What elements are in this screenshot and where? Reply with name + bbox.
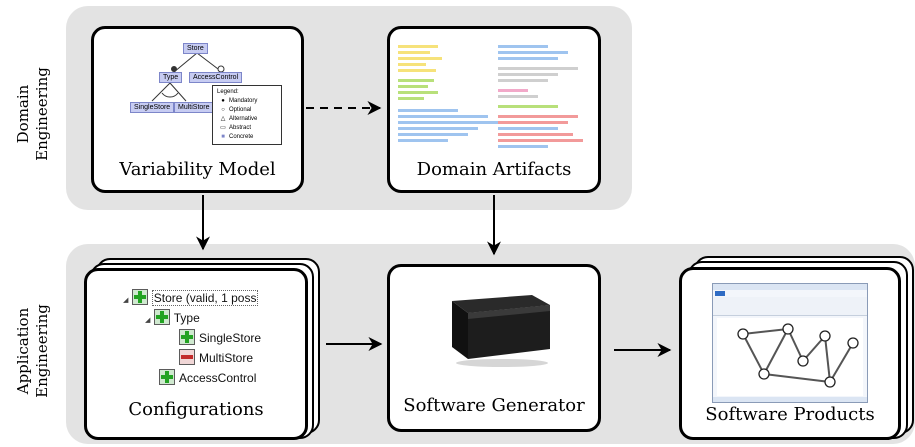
mandatory-marker-icon (171, 66, 177, 72)
config-row-type[interactable]: ◢ Type (145, 309, 200, 327)
expand-icon[interactable]: ◢ (145, 317, 151, 324)
graph-node (824, 376, 836, 388)
feature-type: Type (159, 72, 183, 83)
config-row-accesscontrol[interactable]: AccessControl (159, 369, 256, 387)
expand-icon[interactable]: ◢ (123, 297, 129, 304)
config-store-label: Store (valid, 1 poss (151, 290, 259, 306)
graph-node (782, 323, 794, 335)
graph-node (737, 328, 749, 340)
legend-mandatory: Mandatory (229, 98, 258, 104)
alternative-arc-icon (161, 92, 179, 98)
feature-single-store: SingleStore (130, 102, 175, 113)
config-row-singlestore[interactable]: SingleStore (179, 329, 261, 347)
graph-node (797, 355, 809, 367)
ribbon-tab (715, 291, 725, 296)
config-singlestore-label: SingleStore (199, 331, 262, 345)
legend-abstract: Abstract (229, 125, 252, 131)
graph-node (758, 368, 770, 380)
config-row-store[interactable]: ◢ Store (valid, 1 poss (123, 289, 259, 307)
configurations-title: Configurations (128, 399, 264, 420)
alternative-icon: △ (220, 116, 226, 122)
legend-alternative: Alternative (229, 116, 258, 122)
window-titlebar (713, 284, 867, 290)
source-code-thumbnail (398, 39, 588, 151)
software-generator-card[interactable]: Software Generator (387, 264, 601, 432)
feature-access-control: AccessControl (189, 72, 243, 83)
graph-node (819, 330, 831, 342)
software-generator-title: Software Generator (403, 395, 585, 416)
domain-artifacts-card[interactable]: Domain Artifacts (387, 26, 601, 193)
status-bar (713, 397, 867, 402)
minus-checkbox-icon[interactable] (179, 349, 195, 365)
optional-icon: ○ (221, 107, 225, 113)
feature-model-edges (151, 52, 225, 102)
graph-node (847, 337, 859, 349)
config-multistore-label: MultiStore (199, 351, 254, 365)
ribbon-toolbar (713, 297, 867, 316)
legend-optional: Optional (229, 107, 252, 113)
variability-model-title: Variability Model (119, 159, 276, 180)
config-accesscontrol-label: AccessControl (179, 371, 257, 385)
plus-checkbox-icon[interactable] (153, 309, 170, 325)
configurations-card[interactable]: ◢ Store (valid, 1 poss ◢ Type SingleStor… (84, 268, 308, 440)
graph-drawing (737, 323, 859, 388)
legend-concrete: Concrete (229, 134, 254, 140)
plus-checkbox-icon[interactable] (131, 289, 148, 305)
variability-model-card[interactable]: Store Type AccessControl SingleStore Mul… (91, 26, 304, 193)
feature-store: Store (183, 43, 208, 54)
config-row-multistore[interactable]: MultiStore (179, 349, 253, 367)
black-box-icon (452, 295, 550, 367)
abstract-icon: ▭ (220, 125, 226, 131)
domain-artifacts-title: Domain Artifacts (416, 159, 572, 180)
configuration-tree: ◢ Store (valid, 1 poss ◢ Type SingleStor… (123, 289, 303, 399)
software-products-title: Software Products (705, 404, 875, 425)
plus-checkbox-icon[interactable] (179, 329, 195, 345)
config-type-label: Type (173, 311, 200, 325)
software-products-card[interactable]: Software Products (679, 267, 901, 440)
feature-model-legend: Legend: ● Mandatory ○ Optional △Alternativ… (212, 85, 282, 145)
legend-title: Legend: (217, 89, 239, 95)
plus-checkbox-icon[interactable] (159, 369, 175, 385)
mandatory-icon: ● (221, 98, 225, 104)
concrete-icon: ■ (221, 134, 225, 140)
